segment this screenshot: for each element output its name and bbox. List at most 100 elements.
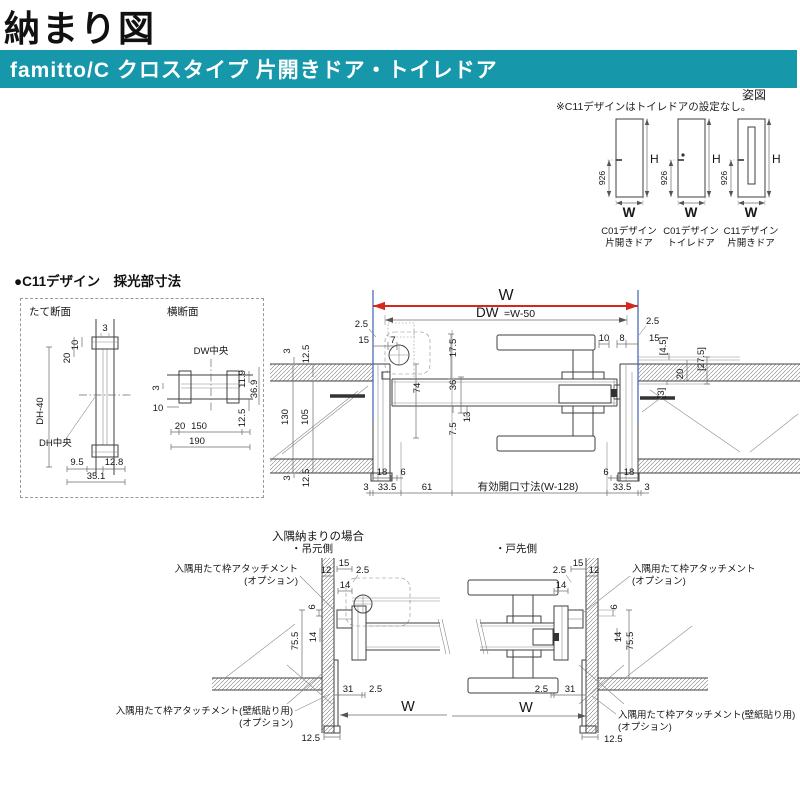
c11-detail-svg: たて断面 3 10 20 DH-40 DH中央 9.5 12.8 35.1 横断…: [29, 305, 260, 485]
dim-label: 2.5: [646, 316, 659, 327]
dim-label: 有効開口寸法(W-128): [478, 480, 579, 493]
dim-label: W: [685, 205, 698, 220]
main-plan-section: W DW =W-50 2.5 15 7 17.5 74 36 7.5 13 3 …: [270, 282, 800, 522]
door-caption: C01デザイン: [663, 225, 718, 237]
corner-hinge-side-drawing: 12 15 2.5 14 6 14 75.5 31 2.5 W 12.5 入隅用…: [116, 558, 451, 744]
wall-right: [638, 356, 800, 474]
dim-label: 36.9: [249, 380, 260, 399]
dim-label: 150: [191, 421, 207, 432]
main-plan-svg: W DW =W-50 2.5 15 7 17.5 74 36 7.5 13 3 …: [270, 287, 800, 496]
dim-label: 12.5: [604, 734, 623, 745]
annotation: 入隅用たて枠アタッチメント: [174, 563, 298, 575]
dim-label: 6: [609, 604, 620, 609]
dim-label: 14: [556, 580, 567, 591]
elevation-section-label: 姿図: [742, 88, 767, 102]
annotation: 入隅用たて枠アタッチメント(壁紙貼り用): [618, 709, 795, 721]
dim-label: 3: [644, 482, 649, 493]
annotation: 入隅用たて枠アタッチメント(壁紙貼り用): [116, 705, 293, 717]
annotation: (オプション): [239, 718, 293, 729]
banner-text: famitto/C クロスタイプ 片開きドア・トイレドア: [10, 59, 498, 82]
lever-handle: [496, 334, 605, 452]
annotation: (オプション): [618, 722, 672, 733]
dim-label: 12.5: [237, 409, 248, 428]
dim-label: 8: [619, 333, 624, 344]
elevation-door-c01-hinged: H 926 W C01デザイン 片開きドア: [597, 118, 659, 249]
dim-label: 12.5: [301, 345, 312, 364]
dim-label: DH中央: [39, 437, 72, 449]
dims-bottom: 18 6 6 18 3 33.5 61 有効開口寸法(W-128) 33.5 3: [363, 467, 650, 496]
door-caption: 片開きドア: [727, 237, 775, 249]
dim-label: 105: [300, 409, 311, 425]
dim-label: 18: [377, 467, 388, 478]
dim-label: 11.9: [237, 370, 248, 388]
dim-label: 31: [343, 684, 354, 695]
elevation-door-c01-toilet: H 926 W C01デザイン トイレドア: [659, 118, 721, 249]
corner-title: 入隅納まりの場合: [272, 529, 364, 543]
annotation: (オプション): [244, 576, 298, 587]
c11-note: ※C11デザインはトイレドアの設定なし。: [556, 101, 752, 113]
lock-case: [558, 384, 617, 404]
vertical-section-drawing: たて断面 3 10 20 DH-40 DH中央 9.5 12.8 35.1: [29, 305, 133, 485]
dim-label: =W-50: [504, 308, 535, 320]
dim-label: 6: [400, 467, 405, 478]
door-lock-indicator: [681, 153, 685, 157]
dim-label: 7: [390, 335, 395, 346]
dim-label: 33.5: [378, 482, 397, 493]
dim-label: 12.5: [301, 469, 312, 488]
dim-label: 12.8: [105, 457, 124, 468]
dim-label: W: [519, 700, 533, 716]
dim-label: 20: [175, 421, 186, 432]
dim-label: [27.5]: [696, 347, 707, 371]
dim-label: DW中央: [194, 345, 229, 357]
dim-label: 190: [189, 436, 205, 447]
dim-label: DW: [476, 305, 499, 320]
corner-section: 入隅納まりの場合 ・吊元側 ・戸先側 12 15 2.5 14: [100, 528, 800, 778]
corner-svg: 入隅納まりの場合 ・吊元側 ・戸先側 12 15 2.5 14: [116, 529, 796, 745]
dim-label: W: [623, 205, 636, 220]
horizontal-section-drawing: 横断面 DW中央 3 10 11.9 36.9 12.5 20 150 190: [151, 305, 260, 450]
dim-label: 15: [358, 335, 369, 346]
dim-label: [4.5]: [658, 337, 669, 356]
dim-label: 18: [624, 467, 635, 478]
door-caption: C01デザイン: [601, 225, 656, 237]
dim-label: 36: [448, 380, 459, 391]
dim-label: H: [772, 152, 781, 166]
dim-label: 15: [573, 558, 584, 569]
dim-label: 7.5: [448, 422, 459, 435]
dim-label: H: [650, 152, 659, 166]
dim-label: 2.5: [535, 684, 548, 695]
dim-label: 14: [613, 632, 624, 643]
hinge-side-label: ・吊元側: [291, 542, 333, 555]
dim-label: 2.5: [355, 319, 368, 330]
dim-label: 15: [339, 558, 350, 569]
dim-label: 17.5: [448, 339, 459, 358]
dim-label: 15: [649, 333, 660, 344]
latch-side-label: ・戸先側: [495, 542, 537, 555]
elevation-svg: H 926 W C01デザイン 片開きドア H 926 W C01デザイン トイ…: [597, 118, 781, 249]
dim-label: 61: [422, 482, 433, 493]
dim-label: 6: [307, 604, 318, 609]
elevation-door-c11-hinged: H 926 W C11デザイン 片開きドア: [719, 118, 781, 249]
jamb-hinge-side: [370, 363, 393, 482]
dim-dw: DW =W-50: [384, 305, 628, 325]
dim-label: 14: [340, 580, 351, 591]
c11-detail-box: たて断面 3 10 20 DH-40 DH中央 9.5 12.8 35.1 横断…: [20, 298, 264, 498]
dim-label: 2.5: [369, 684, 382, 695]
dim-label: W: [401, 699, 415, 715]
dim-label: 10: [599, 333, 610, 344]
opening-reference-lines: [372, 290, 639, 493]
dim-label: 3: [282, 348, 293, 353]
annotation: (オプション): [632, 576, 686, 587]
dim-label: W: [498, 287, 514, 304]
dim-label: 35.1: [87, 471, 106, 482]
dim-label: 14: [308, 632, 319, 643]
section-label: 横断面: [167, 305, 199, 318]
dims-right: 10 8 2.5 15 [4.5] [27.5] 20 [3]: [598, 316, 710, 413]
dim-label: 20: [675, 369, 686, 380]
dim-label: 10: [70, 340, 81, 351]
dim-label: 75.5: [290, 632, 301, 651]
dim-label: 130: [280, 409, 291, 425]
lever-handle: [467, 579, 559, 694]
door-slit-window: [747, 126, 756, 185]
dim-label: 12: [321, 565, 332, 576]
